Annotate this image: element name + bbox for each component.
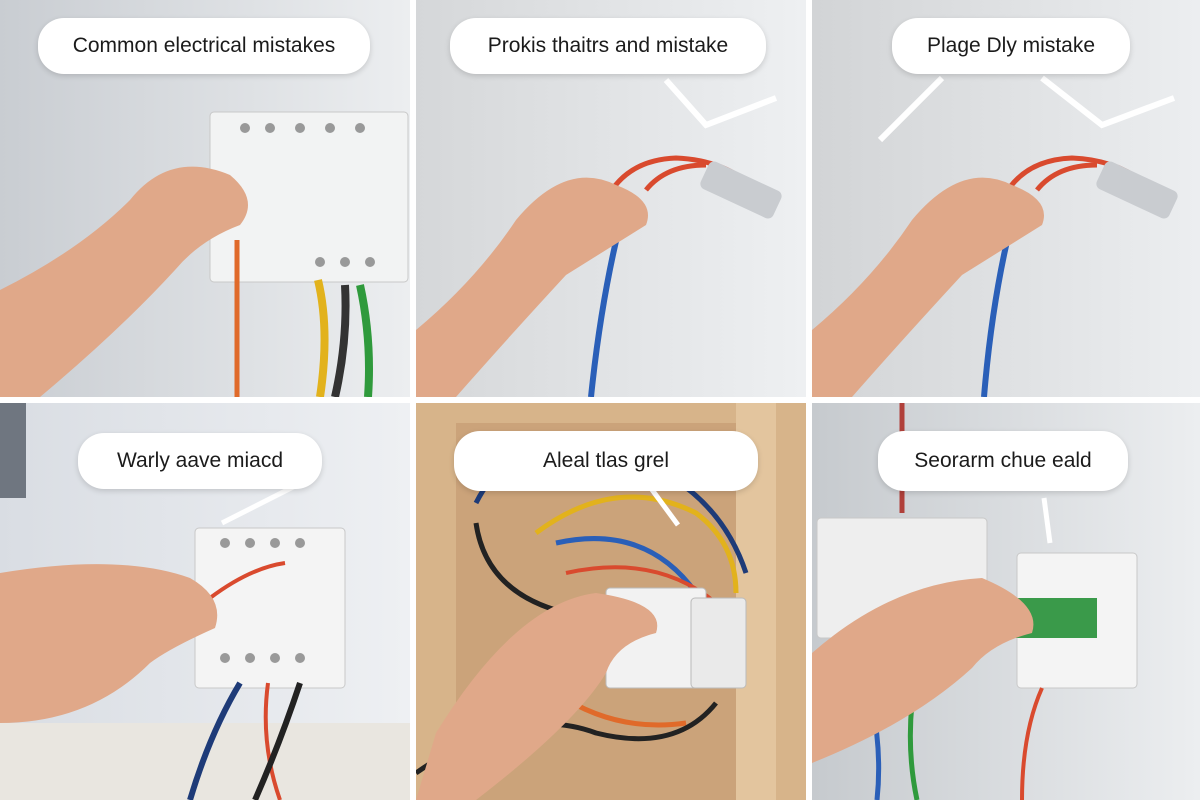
photo-panel-4: Warly aave miacd — [0, 403, 410, 800]
photo-panel-5: Aleal tlas grel — [416, 403, 806, 800]
speech-bubble: Seorarm chue eald — [878, 431, 1128, 491]
speech-bubble: Common electrical mistakes — [38, 18, 370, 74]
photo-panel-1: Common electrical mistakes — [0, 0, 410, 397]
speech-bubble: Aleal tlas grel — [454, 431, 758, 491]
speech-bubble: Plage Dly mistake — [892, 18, 1130, 74]
photo-panel-6: Seorarm chue eald — [812, 403, 1200, 800]
speech-bubble: Warly aave miacd — [78, 433, 322, 489]
photo-panel-3: Plage Dly mistake — [812, 0, 1200, 397]
speech-bubble: Prokis thaitrs and mistake — [450, 18, 766, 74]
photo-panel-2: Prokis thaitrs and mistake — [416, 0, 806, 397]
